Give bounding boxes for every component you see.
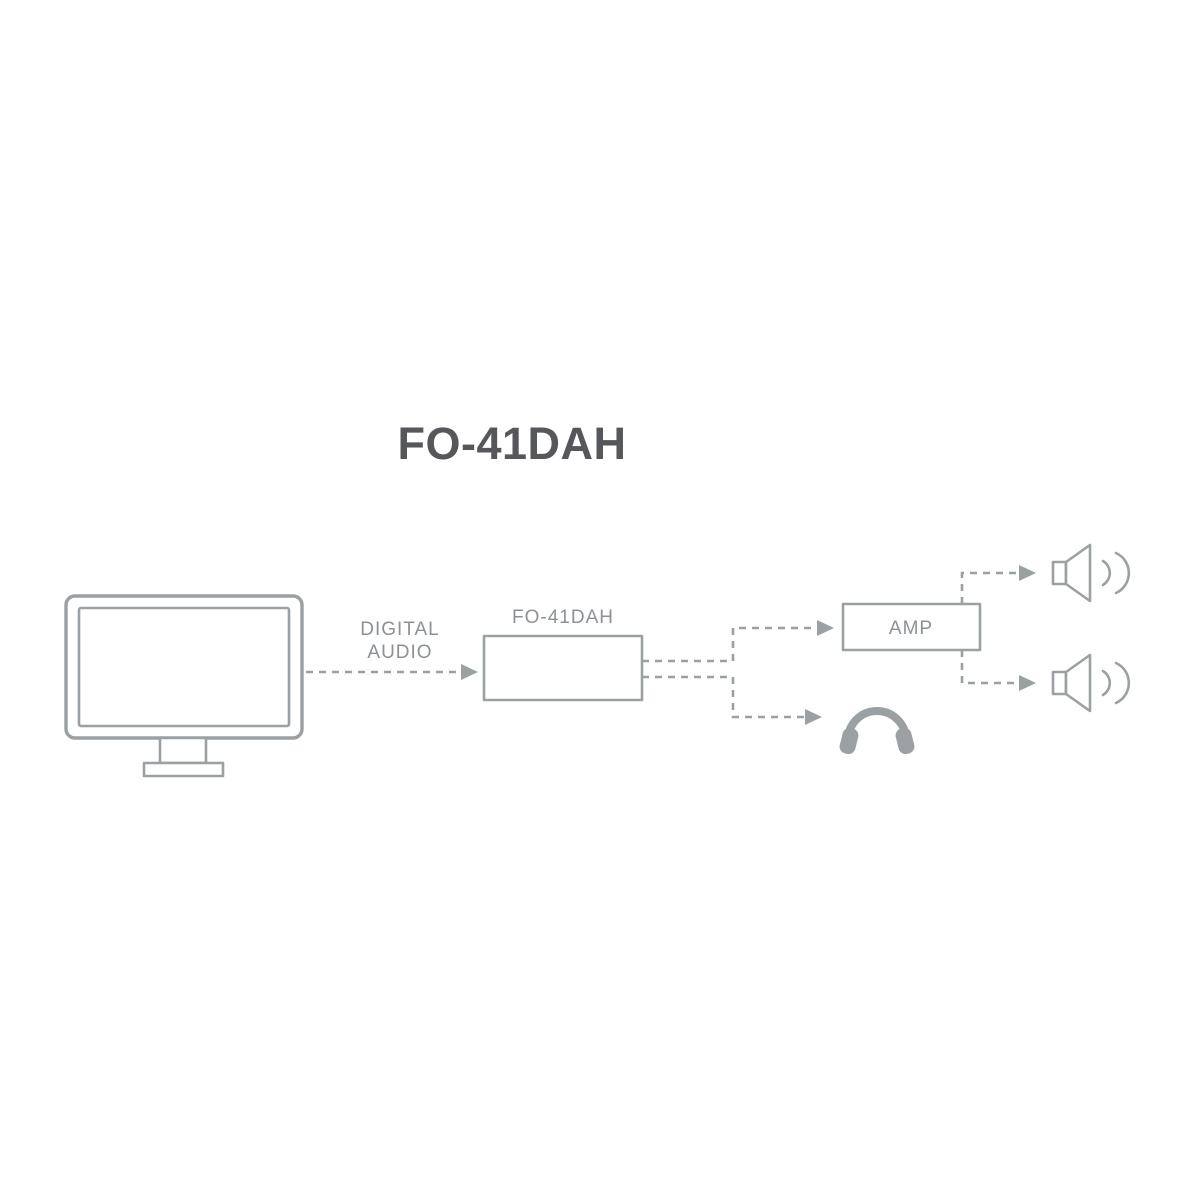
amp-box: [841, 602, 982, 652]
amp-box-label: AMP: [889, 618, 933, 639]
digital-audio-label-line1: DIGITAL: [360, 619, 440, 640]
branch-to-headphones-arrow: [642, 675, 822, 725]
amp-to-bottom-speaker-arrow: [960, 650, 1036, 691]
digital-audio-arrow: [306, 664, 478, 680]
speaker-icon: [1051, 653, 1131, 713]
amp-to-top-speaker-arrow: [960, 565, 1036, 604]
device-box: [482, 634, 644, 702]
branch-to-amp-arrow: [642, 620, 834, 663]
speaker-icon: [1051, 543, 1131, 603]
page-title: FO-41DAH: [397, 418, 626, 469]
digital-audio-label-line2: AUDIO: [367, 642, 432, 663]
headphones-icon: [839, 707, 915, 755]
monitor-icon: [64, 594, 304, 778]
device-box-label: FO-41DAH: [512, 607, 614, 628]
